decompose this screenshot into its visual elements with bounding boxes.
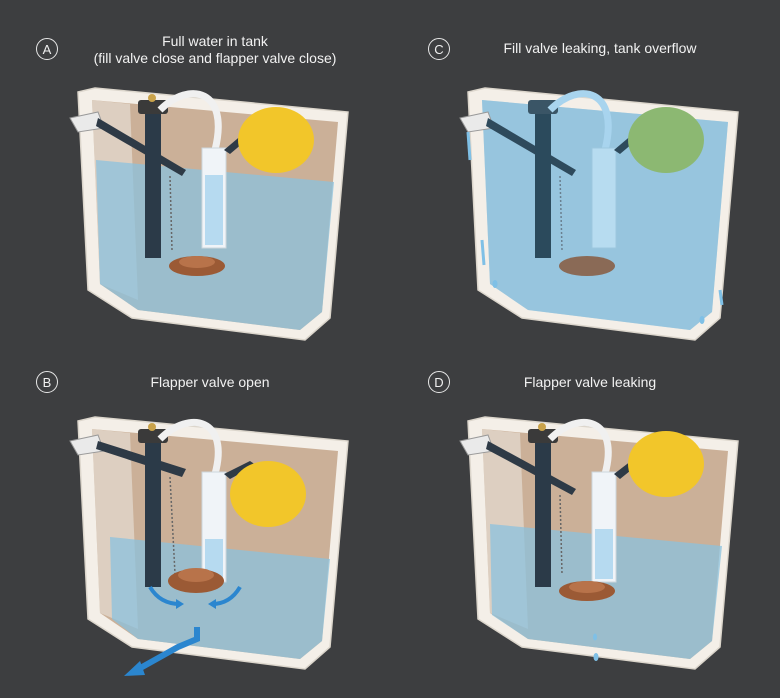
leak-drips [593,633,599,661]
flush-handle-lever [69,111,186,176]
flapper-valve [559,256,615,276]
flush-handle-lever [459,434,576,495]
float-arm [224,461,256,479]
flush-handle-lever [459,111,576,176]
panel-c: C Fill valve leaking, tank overflow [390,0,780,349]
refill-tube [547,90,612,151]
float-ball-shape [628,431,704,497]
panel-title: Flapper valve open [150,374,270,390]
toilet-tank-illustration [69,87,349,341]
fill-valve [591,147,617,249]
fill-valve [201,471,227,583]
float-ball [628,107,704,173]
panel-letter-badge: C [428,38,450,60]
float-ball-shape [230,461,306,527]
flapper-chain [559,494,563,575]
refill-tube [157,90,222,151]
float-ball [230,461,306,527]
overflow-water-drips [466,131,724,324]
fill-valve [201,147,227,249]
flapper-valve [168,568,224,593]
refill-tube [547,419,612,475]
refill-tube [157,419,222,475]
panel-a: A Full water in tank (fill valve close a… [0,0,390,349]
float-ball-shape [238,107,314,173]
panel-title: Flapper valve leaking [523,374,657,390]
float-ball [238,107,314,173]
float-ball-shape [628,107,704,173]
fill-valve [591,471,617,583]
panel-title: Fill valve leaking, tank overflow [503,40,697,56]
float-ball [628,431,704,497]
flapper-chain [169,175,173,251]
panel-d: D Flapper valve leaking [390,349,780,698]
flush-flow-arrows [124,585,242,676]
flapper-valve [559,581,615,601]
panel-letter-badge: D [428,371,450,393]
panel-letter-badge: A [36,38,58,60]
water [110,537,330,659]
toilet-tank-illustration [69,416,349,676]
flush-handle-lever [69,434,186,477]
flapper-valve [169,256,225,276]
panel-b: B Flapper valve open [0,349,390,698]
panel-subtitle: (fill valve close and flapper valve clos… [93,50,337,66]
panel-title: Full water in tank [162,33,268,49]
toilet-tank-illustration [459,416,739,670]
flapper-chain [559,175,563,251]
panel-letter-badge: B [36,371,58,393]
toilet-tank-illustration [459,87,739,341]
